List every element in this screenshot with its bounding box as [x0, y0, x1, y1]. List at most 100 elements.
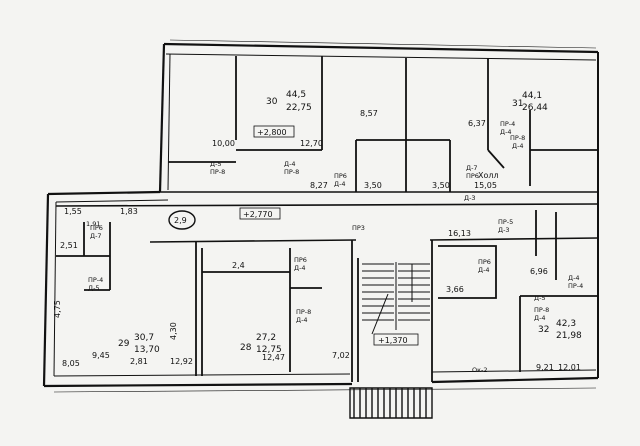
- room-28-sub: 12,75: [256, 345, 282, 355]
- area-8-27: 8,27: [310, 181, 328, 190]
- level-box-3: [373, 333, 419, 346]
- level-1-370: +1,370: [378, 336, 408, 345]
- marker-label: 2,9: [174, 216, 187, 225]
- area-9-21: 9,21: [536, 363, 554, 372]
- area-10-00: 10,00: [212, 139, 235, 148]
- wall-bottom-right: [431, 376, 599, 384]
- area-4-75: 4,75: [53, 300, 62, 318]
- wall-r31-small: [487, 149, 505, 169]
- door-pr6d: ПР6: [478, 258, 491, 266]
- wall-left-lower: [42, 193, 50, 387]
- door-pr8c: ПР-8: [510, 134, 525, 142]
- area-6-37: 6,37: [468, 119, 486, 128]
- door-pr8a: ПР-8: [210, 168, 225, 176]
- door-labels: Д-5 ПР-8 Д-4 ПР-8 ПР6 Д-4 Д-7 ПР6 ПР-8 Д…: [88, 120, 583, 324]
- wall-left-upper-inner: [167, 53, 171, 191]
- door-d4c: Д-4: [512, 142, 524, 150]
- room-28-area: 27,2: [256, 333, 276, 343]
- room-31-area: 44,1: [522, 91, 542, 101]
- dim-top: [169, 39, 597, 49]
- door-d7: Д-7: [466, 164, 478, 172]
- porch-steps: [349, 387, 433, 419]
- wall-r366-box: [438, 245, 497, 299]
- door-pr4c: ПР-4: [568, 282, 583, 290]
- door-pr6a: ПР6: [334, 172, 347, 180]
- area-9-45: 9,45: [92, 351, 110, 360]
- window-label: Ок-2: [472, 366, 488, 374]
- marker-circle: [168, 210, 196, 230]
- door-d4f: Д-4: [296, 316, 308, 324]
- door-d4i: Д-4: [534, 314, 546, 322]
- corridor-walls: [55, 191, 599, 243]
- level-box-2: [239, 207, 281, 220]
- room-31-number: 31: [512, 99, 523, 109]
- area-3-66: 3,66: [446, 285, 464, 294]
- area-3-50b: 3,50: [432, 181, 450, 190]
- door-prb: ПР6: [90, 224, 103, 232]
- wall-bottom-right-inner: [431, 369, 597, 373]
- level-marks: +2,800 +2,770 +1,370 2,9: [174, 125, 419, 346]
- door-d4g: Д-4: [478, 266, 490, 274]
- level-2-770: +2,770: [243, 210, 273, 219]
- area-12-01: 12,01: [558, 363, 581, 372]
- room-31-sub: 26,44: [522, 103, 548, 113]
- area-8-57: 8,57: [360, 109, 378, 118]
- door-pr5: ПР-5: [498, 218, 513, 226]
- area-3-50a: 3,50: [364, 181, 382, 190]
- area-labels: 10,00 12,70 8,57 8,27 3,50 3,50 15,05 6,…: [53, 109, 581, 372]
- misc-labels: Холл Ок-2: [472, 171, 499, 374]
- area-1-83: 1,83: [120, 207, 138, 216]
- area-1-91: 1,91: [86, 220, 100, 228]
- corridor-lower-line: [55, 203, 599, 207]
- door-pr8b: ПР-8: [284, 168, 299, 176]
- room-32-area: 42,3: [556, 319, 576, 329]
- area-12-70: 12,70: [300, 139, 323, 148]
- door-pr6c: ПР6: [294, 256, 307, 264]
- wall-step-top-inner: [55, 199, 169, 203]
- level-box-1: [253, 125, 295, 138]
- area-1-55: 1,55: [64, 207, 82, 216]
- area-12-92: 12,92: [170, 357, 193, 366]
- room-28-number: 28: [240, 343, 252, 353]
- area-12-47: 12,47: [262, 353, 285, 362]
- area-15-05: 15,05: [474, 181, 497, 190]
- room-32-number: 32: [538, 325, 549, 335]
- area-4-30: 4,30: [169, 322, 178, 340]
- stairs: [349, 262, 433, 419]
- door-d7b: Д-7: [90, 232, 102, 240]
- wall-bottom: [43, 382, 353, 388]
- wall-step-top: [47, 190, 161, 196]
- room-29-area: 30,7: [134, 333, 154, 343]
- room-32-sub: 21,98: [556, 331, 582, 341]
- door-pr3: ПР3: [352, 224, 365, 232]
- room-labels: 30 44,5 22,75 31 44,1 26,44 29 30,7 13,7…: [118, 90, 582, 355]
- wall-left-upper: [158, 43, 166, 193]
- room-30-sub: 22,75: [286, 103, 312, 113]
- wall-left-lower-inner: [53, 201, 57, 377]
- door-d5: Д-5: [210, 160, 222, 168]
- level-2-800: +2,800: [257, 128, 287, 137]
- door-pr4b: ПР-4: [88, 276, 103, 284]
- door-pr8d: ПР-8: [296, 308, 311, 316]
- area-2-51: 2,51: [60, 241, 78, 250]
- area-2-4: 2,4: [232, 261, 245, 270]
- room-29-number: 29: [118, 339, 130, 349]
- room-30-number: 30: [266, 97, 278, 107]
- door-d4a: Д-4: [284, 160, 296, 168]
- corridor-bottom-line: [149, 239, 357, 243]
- stair-arrow: [371, 264, 413, 335]
- area-16-13: 16,13: [448, 229, 471, 238]
- door-d4b: Д-4: [334, 180, 346, 188]
- door-d3b: Д-3: [498, 226, 510, 234]
- area-2-81: 2,81: [130, 357, 148, 366]
- door-d4e: Д-4: [294, 264, 306, 272]
- door-pr8e: ПР-8: [534, 306, 549, 314]
- door-d3a: Д-3: [464, 194, 476, 202]
- wall-top-upper: [163, 42, 599, 54]
- hall-label: Холл: [478, 171, 499, 180]
- door-d4h: Д-4: [568, 274, 580, 282]
- wall-top-upper-inner: [165, 53, 597, 61]
- dim-bottom: [53, 387, 597, 393]
